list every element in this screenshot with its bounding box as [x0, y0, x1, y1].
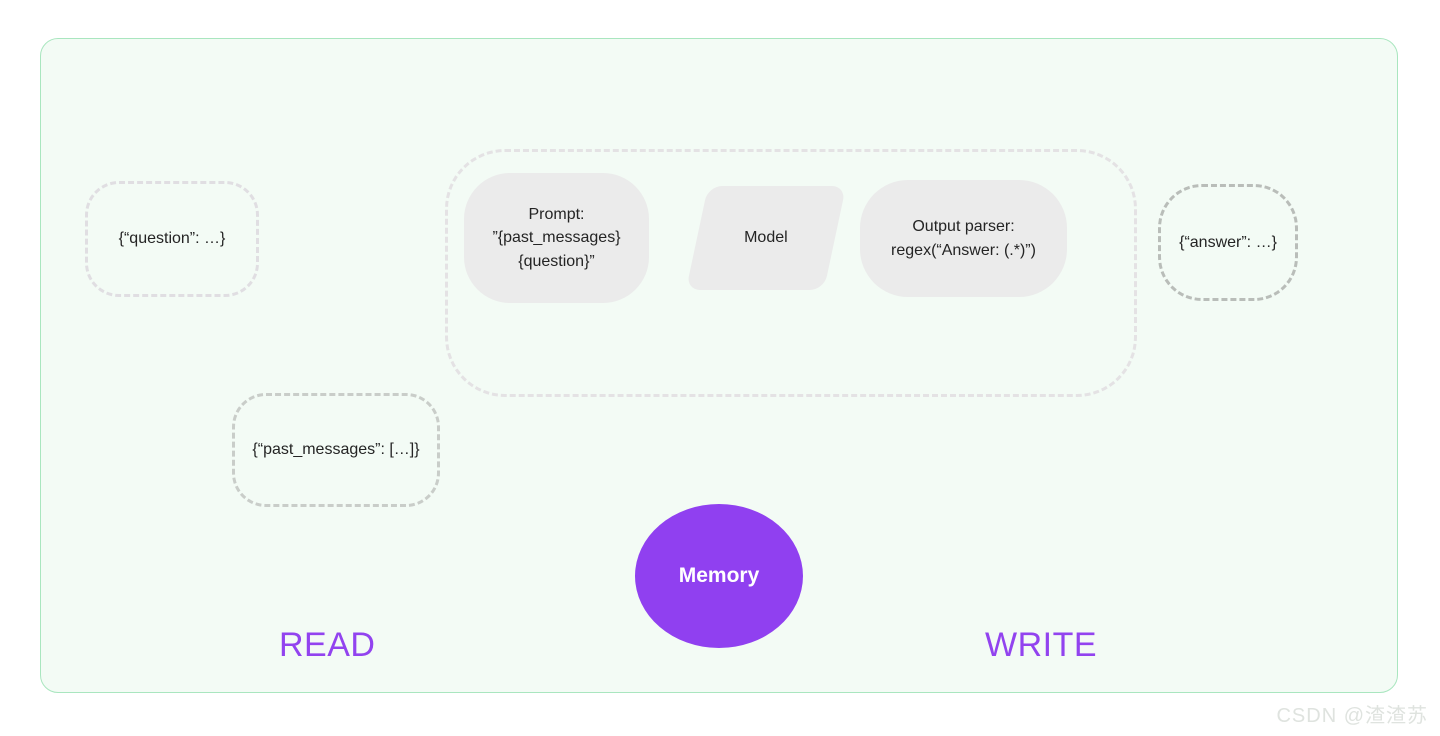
step-model[interactable]: Model [685, 186, 847, 290]
step-output-parser-line-2: regex(“Answer: (.*)”) [891, 241, 1036, 259]
chain-container [445, 149, 1137, 397]
memory-label: Memory [678, 564, 760, 587]
node-past-messages-label: {“past_messages”: […]} [252, 441, 420, 459]
step-model-label: Model [744, 229, 788, 247]
step-output-parser[interactable]: Output parser: regex(“Answer: (.*)”) [860, 180, 1067, 297]
memory-node[interactable]: Memory [635, 504, 803, 648]
step-prompt[interactable]: Prompt: ”{past_messages} {question}” [464, 173, 649, 303]
step-prompt-line-3: {question}” [518, 252, 595, 270]
node-answer-label: {“answer”: …} [1179, 233, 1277, 251]
step-output-parser-line-1: Output parser: [912, 218, 1015, 236]
node-past-messages[interactable]: {“past_messages”: […]} [232, 393, 440, 507]
read-label: READ [279, 626, 376, 664]
node-question[interactable]: {“question”: …} [85, 181, 259, 297]
step-prompt-line-1: Prompt: [528, 206, 585, 224]
step-output-parser-label: Output parser: regex(“Answer: (.*)”) [891, 215, 1036, 261]
node-question-label: {“question”: …} [118, 230, 226, 248]
write-label: WRITE [985, 626, 1098, 664]
watermark: CSDN @渣渣苏 [1276, 705, 1428, 727]
step-prompt-line-2: ”{past_messages} [492, 229, 621, 247]
node-answer[interactable]: {“answer”: …} [1158, 184, 1298, 301]
step-prompt-label: Prompt: ”{past_messages} {question}” [492, 203, 620, 273]
